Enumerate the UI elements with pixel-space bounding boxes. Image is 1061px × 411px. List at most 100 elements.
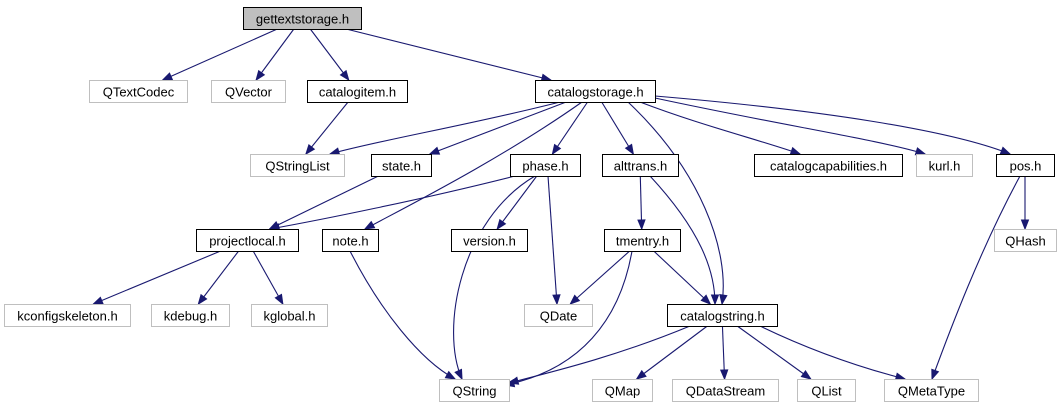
edge-alttrans-to-catalogstring: [649, 175, 720, 306]
node-label: phase.h: [522, 159, 568, 174]
node-box: [996, 154, 1055, 177]
arrow-head-icon: [719, 369, 729, 381]
edge-catalogstring-to-qstring: [507, 325, 691, 385]
edge-line: [269, 175, 516, 230]
arrow-head-icon: [719, 293, 728, 306]
edge-projectlocal-to-kconfigskeleton: [92, 250, 221, 305]
edge-catalogstorage-to-phase: [551, 101, 589, 156]
node-label: catalogcapabilities.h: [770, 159, 887, 174]
arrow-head-icon: [161, 72, 174, 81]
arrow-head-icon: [339, 69, 350, 82]
arrow-head-icon: [507, 376, 520, 385]
node-label: version.h: [463, 234, 516, 249]
node-catalogcapabilities[interactable]: catalogcapabilities.h: [754, 154, 903, 177]
edge-phase-to-projectlocal: [268, 175, 516, 232]
node-box: [524, 304, 593, 327]
edge-line: [197, 250, 240, 305]
node-box: [439, 379, 510, 402]
node-box: [250, 154, 345, 177]
node-label: state.h: [382, 159, 421, 174]
edge-line: [255, 28, 295, 81]
node-label: QList: [811, 384, 842, 399]
arrow-head-icon: [624, 143, 635, 156]
node-qmetatype: QMetaType: [884, 379, 979, 402]
arrow-head-icon: [914, 147, 927, 156]
node-tmentry[interactable]: tmentry.h: [604, 229, 681, 252]
node-qstringlist: QStringList: [250, 154, 345, 177]
node-box: [884, 379, 979, 402]
edges-layer: [92, 28, 1030, 388]
node-qstring: QString: [439, 379, 510, 402]
node-box: [672, 379, 779, 402]
edge-catalogstorage-to-note: [363, 101, 583, 230]
node-kdebug: kdebug.h: [151, 304, 230, 327]
node-version[interactable]: version.h: [451, 229, 528, 252]
node-box: [243, 7, 362, 30]
edge-line: [551, 101, 589, 155]
node-phase[interactable]: phase.h: [510, 154, 581, 177]
arrow-head-icon: [710, 294, 720, 306]
arrow-head-icon: [363, 220, 376, 230]
node-label: QDate: [540, 309, 578, 324]
node-state[interactable]: state.h: [371, 154, 432, 177]
node-alttrans[interactable]: alttrans.h: [602, 154, 679, 177]
node-label: QVector: [225, 85, 273, 100]
node-box: [451, 229, 528, 252]
node-box: [510, 154, 581, 177]
node-note[interactable]: note.h: [322, 229, 379, 252]
node-projectlocal[interactable]: projectlocal.h: [196, 229, 299, 252]
node-catalogitem[interactable]: catalogitem.h: [307, 80, 408, 103]
edge-line: [654, 95, 1011, 155]
edge-line: [162, 28, 278, 81]
edge-line: [309, 28, 350, 81]
edge-catalogstorage-to-alttrans: [601, 101, 635, 156]
edge-note-to-qstring: [349, 250, 457, 380]
edge-catalogstorage-to-catalogstring: [627, 101, 728, 306]
node-kglobal: kglobal.h: [251, 304, 328, 327]
edge-catalogstring-to-qmetatype: [759, 325, 907, 381]
arrow-head-icon: [700, 294, 712, 305]
node-catalogstorage[interactable]: catalogstorage.h: [535, 80, 656, 103]
edge-line: [349, 250, 456, 380]
arrow-head-icon: [92, 296, 104, 305]
node-box: [797, 379, 856, 402]
node-box: [667, 304, 778, 327]
edge-line: [627, 101, 724, 305]
edge-line: [329, 101, 561, 155]
edge-state-to-projectlocal: [268, 175, 379, 230]
node-label: QTextCodec: [103, 85, 175, 100]
arrow-head-icon: [197, 293, 208, 306]
arrow-head-icon: [551, 143, 562, 156]
node-label: QHash: [1005, 234, 1045, 249]
edge-line: [759, 325, 906, 380]
edge-line: [305, 101, 349, 155]
node-qhash: QHash: [994, 229, 1057, 252]
node-label: QMetaType: [898, 384, 965, 399]
node-label: gettextstorage.h: [256, 12, 349, 27]
edge-pos-to-qmetatype: [931, 175, 1021, 381]
edge-line: [453, 175, 536, 380]
node-label: kglobal.h: [263, 309, 315, 324]
arrow-head-icon: [255, 69, 266, 82]
edge-tmentry-to-qdate: [569, 250, 631, 305]
edge-gettextstorage-to-catalogitem: [309, 28, 350, 82]
arrow-head-icon: [999, 146, 1012, 155]
edge-tmentry-to-catalogstring: [653, 250, 712, 305]
edge-gettextstorage-to-qvector: [255, 28, 295, 82]
node-qvector: QVector: [211, 80, 286, 103]
edge-phase-to-qstring: [453, 175, 536, 381]
node-qlist: QList: [797, 379, 856, 402]
edge-catalogstring-to-qlist: [736, 325, 812, 380]
node-gettextstorage[interactable]: gettextstorage.h: [243, 7, 362, 30]
edge-alttrans-to-tmentry: [637, 175, 646, 231]
node-catalogstring[interactable]: catalogstring.h: [667, 304, 778, 327]
arrow-head-icon: [789, 146, 802, 155]
node-qmap: QMap: [592, 379, 653, 402]
node-pos[interactable]: pos.h: [996, 154, 1055, 177]
node-qdatastream: QDataStream: [672, 379, 779, 402]
edge-projectlocal-to-kdebug: [197, 250, 240, 306]
edge-catalogstorage-to-catalogcapabilities: [639, 101, 802, 155]
edge-catalogstorage-to-pos: [654, 95, 1012, 155]
edge-line: [639, 101, 801, 155]
